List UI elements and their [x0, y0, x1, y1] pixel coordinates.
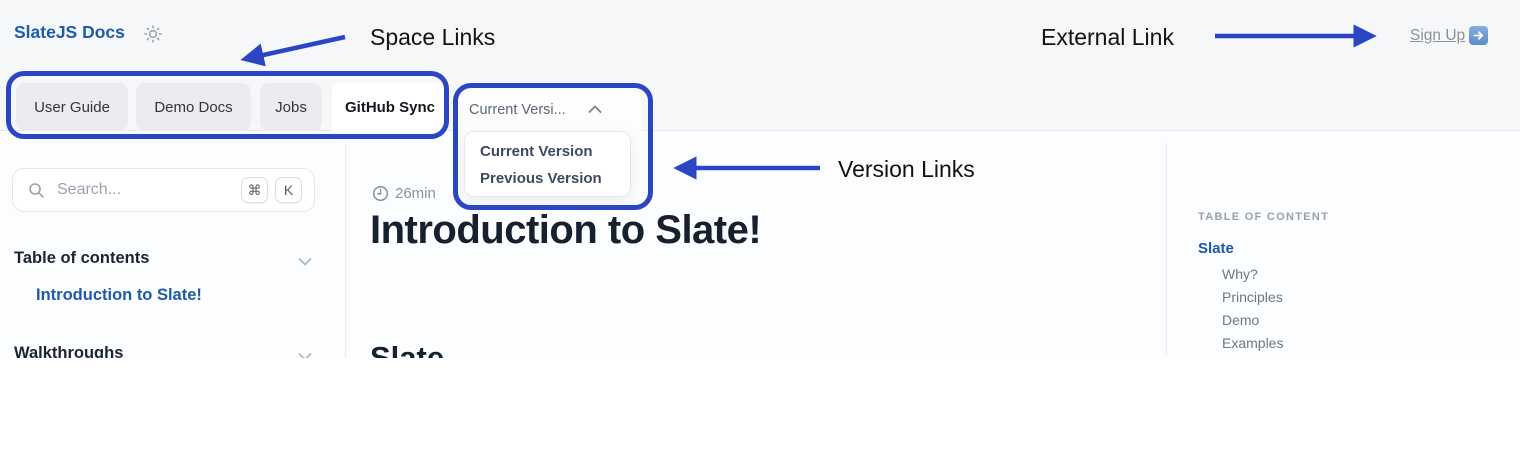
space-tab-jobs[interactable]: Jobs: [260, 83, 322, 131]
space-tab-user-guide[interactable]: User Guide: [16, 83, 128, 131]
annotation-label-external-link: External Link: [1041, 24, 1174, 50]
toc-link-demo[interactable]: Demo: [1222, 312, 1260, 328]
toc-heading: TABLE OF CONTENT: [1198, 211, 1330, 223]
sidebar-section-table-of-contents[interactable]: Table of contents: [14, 249, 314, 268]
clock-icon: [372, 185, 389, 202]
toc-link-slate[interactable]: Slate: [1198, 240, 1234, 257]
signup-link[interactable]: Sign Up: [1410, 26, 1489, 45]
space-tab-demo-docs[interactable]: Demo Docs: [136, 83, 251, 131]
space-tab-github-sync[interactable]: GitHub Sync: [332, 83, 448, 132]
docs-app: SlateJS Docs User Guide Demo Docs Jobs G…: [0, 0, 1520, 358]
chevron-up-icon: [588, 102, 602, 118]
chevron-down-icon: [298, 252, 312, 271]
version-option-current[interactable]: Current Version: [480, 143, 593, 160]
toc-link-why[interactable]: Why?: [1222, 266, 1258, 282]
search-box: ⌘ K: [12, 168, 315, 212]
chevron-down-icon: [298, 347, 312, 358]
read-time: 26min: [372, 185, 436, 202]
annotation-label-space-links: Space Links: [370, 24, 496, 50]
sidebar-page-link-introduction[interactable]: Introduction to Slate!: [36, 286, 202, 304]
sidebar-section-label: Walkthroughs: [14, 344, 124, 358]
header: SlateJS Docs User Guide Demo Docs Jobs G…: [0, 0, 1520, 132]
search-icon: [28, 182, 45, 204]
toc-link-principles[interactable]: Principles: [1222, 289, 1283, 305]
page-title: Introduction to Slate!: [370, 208, 762, 252]
sidebar-section-walkthroughs[interactable]: Walkthroughs: [14, 344, 314, 358]
k-key-badge: K: [275, 177, 302, 203]
search-input[interactable]: [57, 169, 237, 211]
sidebar-main-divider: [345, 143, 346, 358]
version-dropdown-menu: Current Version Previous Version: [464, 131, 631, 197]
version-selector-label: Current Versi...: [469, 102, 566, 118]
read-time-value: 26min: [395, 185, 436, 202]
external-link-arrow-icon: [1469, 26, 1489, 45]
version-option-previous[interactable]: Previous Version: [480, 170, 602, 187]
command-key-badge: ⌘: [241, 177, 268, 203]
version-selector-button[interactable]: Current Versi...: [455, 88, 641, 132]
theme-toggle-sun-icon[interactable]: [143, 24, 163, 44]
toc-link-examples[interactable]: Examples: [1222, 335, 1284, 351]
annotation-label-version-links: Version Links: [838, 156, 975, 182]
section-heading-partial: Slate: [370, 340, 445, 358]
signup-label: Sign Up: [1410, 26, 1466, 44]
brand-link[interactable]: SlateJS Docs: [14, 22, 125, 42]
sidebar-section-label: Table of contents: [14, 249, 150, 267]
main-toc-divider: [1166, 143, 1167, 355]
